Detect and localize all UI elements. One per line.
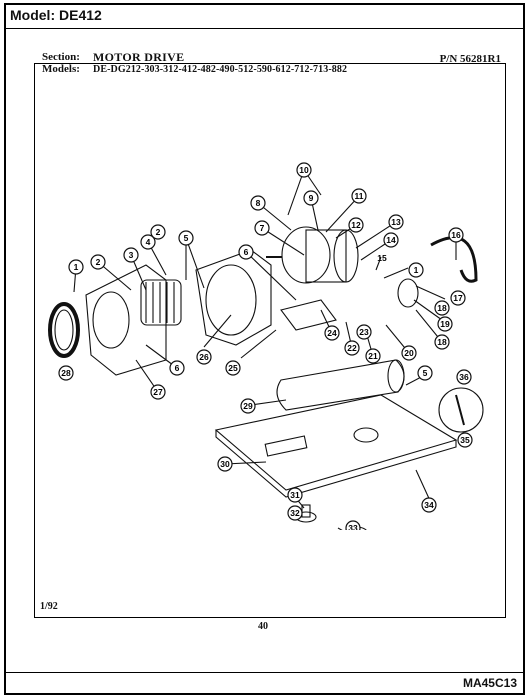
callout-26: 26 <box>199 352 209 362</box>
callout-16: 16 <box>451 230 461 240</box>
callout-22: 22 <box>347 343 357 353</box>
callout-5b: 5 <box>423 368 428 378</box>
page-frame <box>4 3 525 695</box>
idler-pulley-part <box>397 278 419 308</box>
callout-35: 35 <box>460 435 470 445</box>
motor-mount-part <box>280 299 337 331</box>
callout-1b: 1 <box>414 265 419 275</box>
header-divider <box>4 28 525 29</box>
callout-28: 28 <box>61 368 71 378</box>
callout-24: 24 <box>327 328 337 338</box>
exploded-parts-diagram: 1 2 3 4 2 5 6 7 8 9 10 11 12 13 14 15 16… <box>48 162 484 530</box>
callout-2b: 2 <box>156 227 161 237</box>
callout-27: 27 <box>153 387 163 397</box>
belt-part <box>430 236 478 283</box>
callout-11: 11 <box>355 191 364 201</box>
callout-13: 13 <box>391 217 401 227</box>
callout-4: 4 <box>146 237 151 247</box>
callout-17: 17 <box>453 293 463 303</box>
model-title: Model: DE412 <box>10 7 102 23</box>
diagram-frame <box>34 63 506 618</box>
callout-2: 2 <box>96 257 101 267</box>
document-code: MA45C13 <box>462 676 517 690</box>
callout-34: 34 <box>424 500 434 510</box>
callout-14: 14 <box>386 235 396 245</box>
callout-32: 32 <box>290 508 300 518</box>
callout-30: 30 <box>220 459 230 469</box>
callout-15: 15 <box>377 253 387 263</box>
drum-part <box>276 359 405 411</box>
callout-20: 20 <box>404 348 414 358</box>
callout-12: 12 <box>351 220 361 230</box>
housing-part <box>195 249 272 346</box>
callout-10: 10 <box>299 165 309 175</box>
callout-21: 21 <box>368 351 378 361</box>
callout-7: 7 <box>260 223 265 233</box>
callout-31: 31 <box>290 490 300 500</box>
blower-wheel-part <box>140 279 182 326</box>
page-number: 40 <box>258 621 268 632</box>
part-number: P/N 56281R1 <box>439 53 501 65</box>
motor-part <box>281 226 331 284</box>
callout-labels: 1 2 3 4 2 5 6 7 8 9 10 11 12 13 14 15 16… <box>61 165 470 530</box>
section-value: MOTOR DRIVE <box>93 50 185 64</box>
callout-1: 1 <box>74 262 79 272</box>
callout-19: 19 <box>440 319 450 329</box>
callout-3: 3 <box>129 250 134 260</box>
callout-bubbles <box>58 162 473 530</box>
models-value: DE-DG212-303-312-412-482-490-512-590-612… <box>93 64 348 75</box>
footer-divider <box>4 672 525 673</box>
bracket-detail-circle <box>438 387 484 433</box>
callout-25: 25 <box>228 363 238 373</box>
callout-8: 8 <box>256 198 261 208</box>
callout-5: 5 <box>184 233 189 243</box>
callout-6b: 6 <box>175 363 180 373</box>
front-ring-part <box>48 302 80 358</box>
callout-18: 18 <box>437 303 447 313</box>
callout-36: 36 <box>459 372 469 382</box>
callout-6: 6 <box>244 247 249 257</box>
callout-18b: 18 <box>437 337 447 347</box>
section-label: Section: <box>42 51 80 63</box>
models-label: Models: <box>42 63 80 75</box>
revision-date: 1/92 <box>40 601 58 612</box>
callout-9: 9 <box>309 193 314 203</box>
callout-33: 33 <box>348 523 358 530</box>
callout-29: 29 <box>243 401 253 411</box>
blower-housing-part <box>85 264 167 376</box>
callout-23: 23 <box>359 327 369 337</box>
